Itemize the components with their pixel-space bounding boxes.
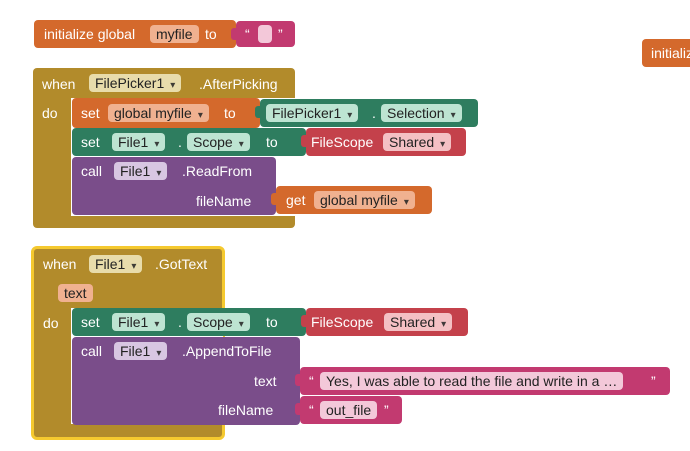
getter-property-dropdown[interactable]: Selection bbox=[381, 104, 462, 122]
filename-text-block[interactable]: “ out_file ” bbox=[295, 396, 402, 424]
empty-text-field[interactable] bbox=[258, 25, 272, 43]
set-dot: . bbox=[178, 314, 182, 330]
do-label: do bbox=[42, 105, 58, 121]
set-to-label: to bbox=[266, 314, 278, 330]
init-to-label: to bbox=[205, 26, 217, 42]
init-global-myfile-block[interactable]: initialize global myfile to bbox=[34, 20, 236, 48]
text-arg-label: text bbox=[254, 373, 277, 389]
event-name-label: .GotText bbox=[155, 256, 208, 272]
get-global-myfile-block[interactable]: get global myfile bbox=[271, 186, 432, 214]
empty-text-block[interactable]: “ ” bbox=[231, 21, 295, 47]
set-to-label: to bbox=[266, 134, 278, 150]
global-var-name-field[interactable]: myfile bbox=[150, 25, 199, 43]
filescope-value-dropdown[interactable]: Shared bbox=[383, 133, 452, 151]
filescope-label: FileScope bbox=[311, 314, 374, 330]
call-component-dropdown[interactable]: File1 bbox=[114, 342, 168, 360]
call-method-label: .AppendToFile bbox=[182, 343, 272, 359]
quote-open: “ bbox=[309, 402, 314, 418]
set-component-dropdown[interactable]: File1 bbox=[112, 313, 166, 331]
when-label: when bbox=[43, 256, 77, 272]
getter-dot: . bbox=[372, 105, 376, 121]
set-file1-scope-block[interactable]: set File1 . Scope to bbox=[72, 128, 306, 156]
call-label: call bbox=[81, 163, 103, 179]
filename-arg-label: fileName bbox=[218, 402, 274, 418]
do-label: do bbox=[43, 315, 59, 331]
offscreen-init-label: initializ bbox=[651, 45, 690, 61]
set-component-dropdown[interactable]: File1 bbox=[112, 133, 166, 151]
call-label: call bbox=[81, 343, 103, 359]
filescope-value-dropdown[interactable]: Shared bbox=[384, 313, 453, 331]
filename-text-field[interactable]: out_file bbox=[320, 401, 378, 419]
filepicker-selection-getter[interactable]: FilePicker1 . Selection bbox=[255, 99, 478, 127]
call-file1-appendtofile-block[interactable]: call File1 .AppendToFile text fileName bbox=[72, 337, 300, 425]
filescope-shared-block[interactable]: FileScope Shared bbox=[301, 128, 466, 156]
quote-close: ” bbox=[278, 26, 283, 42]
quote-open: “ bbox=[309, 373, 314, 389]
filescope-label: FileScope bbox=[311, 134, 374, 150]
get-var-dropdown[interactable]: global myfile bbox=[314, 191, 415, 209]
quote-open: “ bbox=[245, 26, 250, 42]
set-label: set bbox=[81, 105, 100, 121]
set-label: set bbox=[81, 134, 100, 150]
message-text-field[interactable]: Yes, I was able to read the file and wri… bbox=[320, 372, 624, 390]
text-param-field[interactable]: text bbox=[58, 284, 93, 302]
set-file1-scope-block[interactable]: set File1 . Scope to bbox=[72, 308, 306, 336]
quote-close: ” bbox=[384, 402, 389, 418]
set-property-dropdown[interactable]: Scope bbox=[187, 313, 250, 331]
when-label: when bbox=[42, 76, 76, 92]
offscreen-init-block[interactable]: initializ bbox=[642, 39, 690, 67]
getter-component-dropdown[interactable]: FilePicker1 bbox=[266, 104, 359, 122]
filename-arg-label: fileName bbox=[196, 193, 252, 209]
set-to-label: to bbox=[224, 105, 236, 121]
quote-close: ” bbox=[651, 373, 656, 389]
event-name-label: .AfterPicking bbox=[199, 76, 278, 92]
filepicker-component-dropdown[interactable]: FilePicker1 bbox=[89, 74, 182, 92]
set-global-myfile-block[interactable]: set global myfile to bbox=[72, 98, 260, 128]
call-component-dropdown[interactable]: File1 bbox=[114, 162, 168, 180]
init-prefix-label: initialize global bbox=[44, 26, 136, 42]
message-text-block[interactable]: “ Yes, I was able to read the file and w… bbox=[295, 367, 670, 395]
file1-component-dropdown[interactable]: File1 bbox=[89, 255, 143, 273]
call-file1-readfrom-block[interactable]: call File1 .ReadFrom fileName bbox=[72, 157, 276, 215]
filescope-shared-block[interactable]: FileScope Shared bbox=[301, 308, 468, 336]
set-dot: . bbox=[178, 134, 182, 150]
set-property-dropdown[interactable]: Scope bbox=[187, 133, 250, 151]
set-var-dropdown[interactable]: global myfile bbox=[108, 104, 209, 122]
get-label: get bbox=[286, 192, 306, 208]
call-method-label: .ReadFrom bbox=[182, 163, 253, 179]
set-label: set bbox=[81, 314, 100, 330]
